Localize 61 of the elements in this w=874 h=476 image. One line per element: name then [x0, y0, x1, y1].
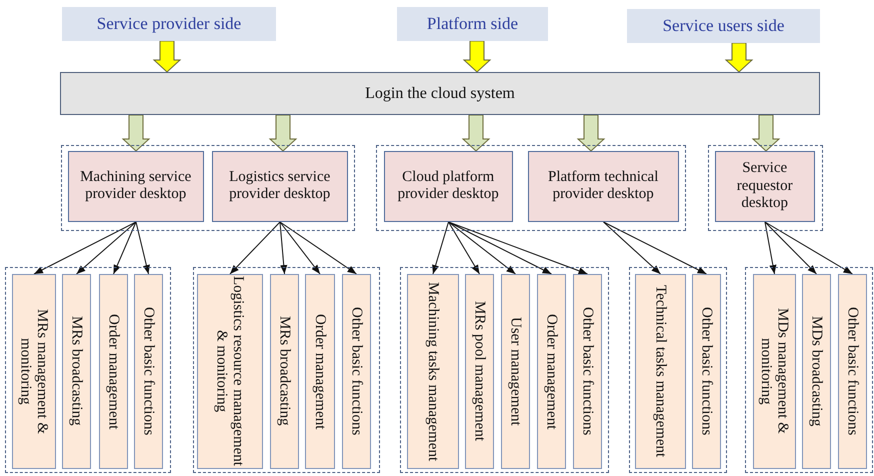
arrow [448, 222, 552, 274]
function-box: Other basic functions [342, 274, 371, 469]
block-arrow [724, 42, 754, 73]
block-arrow [752, 114, 780, 152]
block-arrow [462, 40, 492, 73]
arrow [764, 222, 776, 274]
dashed-group-box [376, 145, 686, 231]
function-box: Order management [98, 274, 128, 469]
arrow [113, 222, 136, 274]
arrow [76, 222, 136, 274]
arrow [764, 222, 817, 274]
function-box: Other basic functions [572, 274, 602, 469]
dashed-group-box [193, 267, 380, 473]
function-box: Logistics resource management & monitoring [196, 274, 263, 469]
arrow [280, 222, 320, 274]
function-box: MDs management & monitoring [752, 274, 796, 469]
function-box: MRs management & monitoring [12, 274, 56, 469]
function-box: Other basic functions [692, 274, 721, 469]
function-box: Order management [536, 274, 566, 469]
function-box: MRs broadcasting [62, 274, 91, 469]
block-arrow [152, 40, 182, 73]
arrow [432, 222, 449, 274]
function-box: Machining tasks management [406, 274, 459, 469]
function-box: MDs broadcasting [802, 274, 831, 469]
arrow [603, 222, 661, 274]
dashed-group-box [61, 145, 355, 231]
login-box: Login the cloud system [60, 72, 820, 115]
arrow [280, 222, 288, 274]
function-box: Technical tasks management [634, 274, 686, 469]
block-arrow [462, 114, 490, 152]
desktop-box: Cloud platform provider desktop [384, 150, 513, 222]
arrow [34, 222, 136, 274]
arrow [448, 222, 480, 274]
function-box: User management [500, 274, 530, 469]
side-label-box: Platform side [397, 7, 548, 41]
arrow [603, 222, 707, 274]
arrow [136, 222, 150, 274]
arrow [280, 222, 357, 274]
desktop-box: Service requestor desktop [714, 150, 815, 222]
dashed-group-box [708, 145, 823, 231]
block-arrow [268, 114, 298, 152]
arrow [448, 222, 588, 274]
function-box: Other basic functions [134, 274, 163, 469]
side-label-box: Service users side [627, 9, 820, 43]
desktop-box: Machining service provider desktop [68, 150, 204, 222]
function-box: Other basic functions [838, 274, 867, 469]
desktop-box: Logistics service provider desktop [212, 150, 348, 222]
desktop-box: Platform technical provider desktop [528, 150, 679, 222]
arrow [230, 222, 280, 274]
block-arrow [576, 114, 606, 152]
side-label-box: Service provider side [62, 7, 276, 41]
dashed-group-box [400, 267, 609, 473]
function-box: MRs broadcasting [270, 274, 299, 469]
dashed-group-box [629, 267, 727, 473]
function-box: Order management [304, 274, 335, 469]
function-box: MRs pool management [464, 274, 494, 469]
arrow [764, 222, 853, 274]
block-arrow [122, 114, 150, 152]
dashed-group-box [745, 267, 873, 473]
dashed-group-box [5, 267, 171, 473]
arrow [448, 222, 516, 274]
